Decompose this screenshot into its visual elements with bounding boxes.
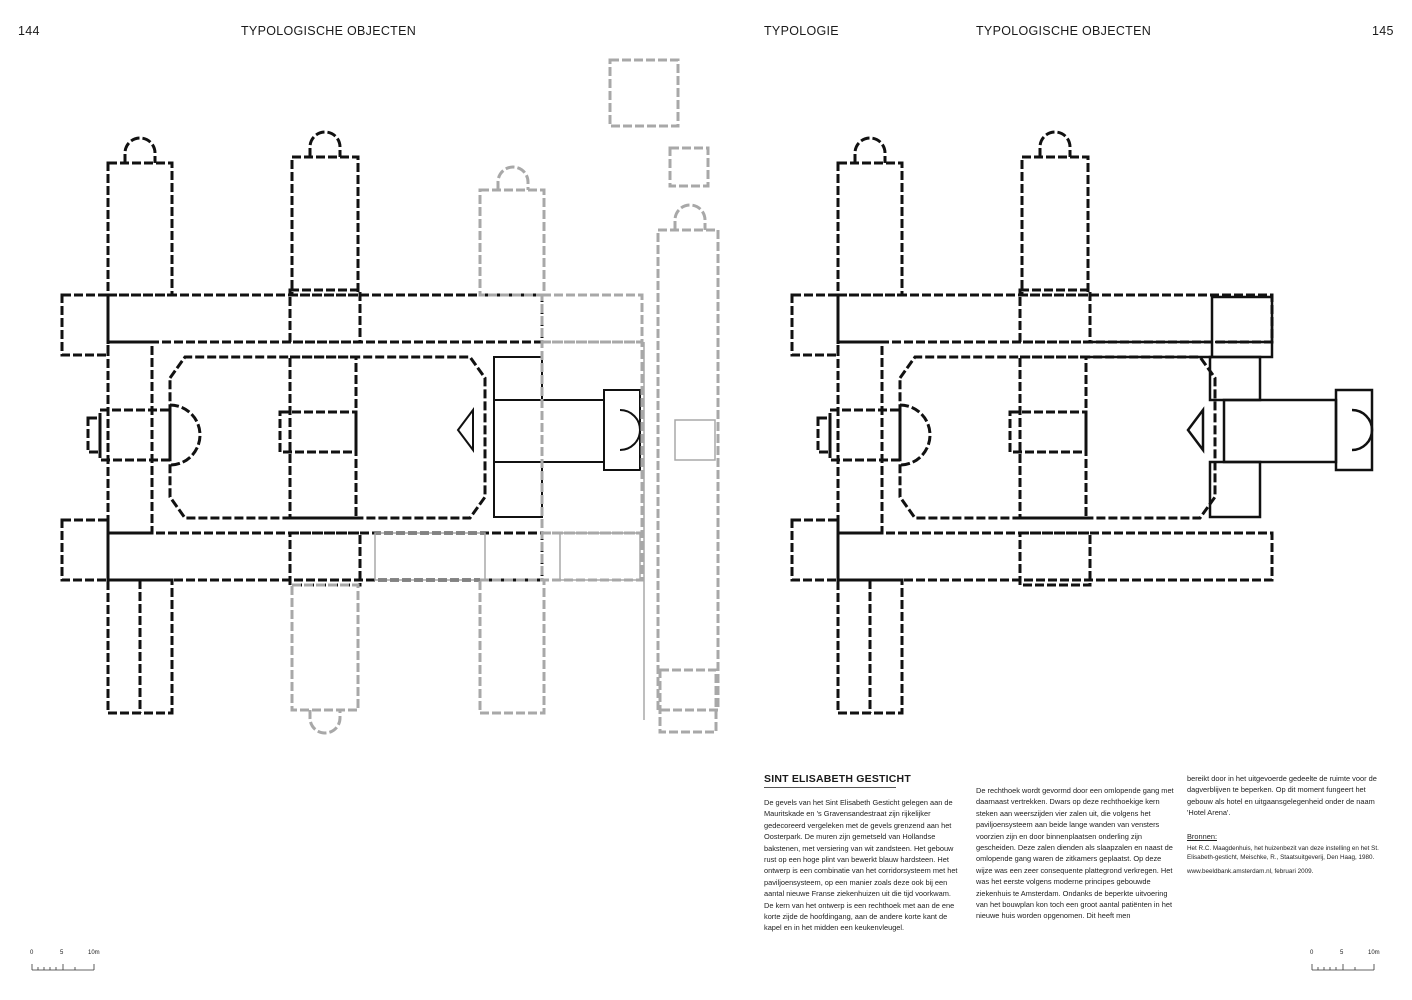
scale-tick-label: 5 [60,950,64,956]
article-column-1: De gevels van het Sint Elisabeth Gestich… [764,797,960,934]
article-paragraph-2: De rechthoek wordt gevormd door een omlo… [976,786,1174,921]
scale-tick-label: 5 [1340,950,1344,956]
section-title-right: TYPOLOGISCHE OBJECTEN [976,24,1152,38]
article-title: SINT ELISABETH GESTICHT [764,773,911,788]
page-number-right: 145 [1372,24,1394,38]
scale-tick-label: 10m [88,950,100,956]
scale-bar-left: 0 5 10m [30,950,110,990]
section-title-left: TYPOLOGISCHE OBJECTEN [241,24,417,38]
scale-tick-label: 10m [1368,950,1380,956]
sources-block: Bronnen: [1187,831,1387,844]
scale-tick-label: 0 [1310,950,1314,956]
article-column-3: bereikt door in het uitgevoerde gedeelte… [1187,773,1387,877]
section-category-right: TYPOLOGIE [764,24,839,38]
source-item: Het R.C. Maagdenhuis, het huizenbezit va… [1187,845,1379,862]
article-paragraph-1: De gevels van het Sint Elisabeth Gestich… [764,798,958,933]
sources-label: Bronnen: [1187,831,1217,841]
source-link[interactable]: www.beeldbank.amsterdam.nl, februari 200… [1187,868,1314,876]
scale-tick-label: 0 [30,950,34,956]
scale-bar-right: 0 5 10m [1310,950,1390,990]
page-number-left: 144 [18,24,40,38]
article-paragraph-3: bereikt door in het uitgevoerde gedeelte… [1187,774,1377,818]
scale-ruler [1311,964,1375,971]
scale-ruler [31,964,95,971]
article-column-2: De rechthoek wordt gevormd door een omlo… [976,785,1176,922]
